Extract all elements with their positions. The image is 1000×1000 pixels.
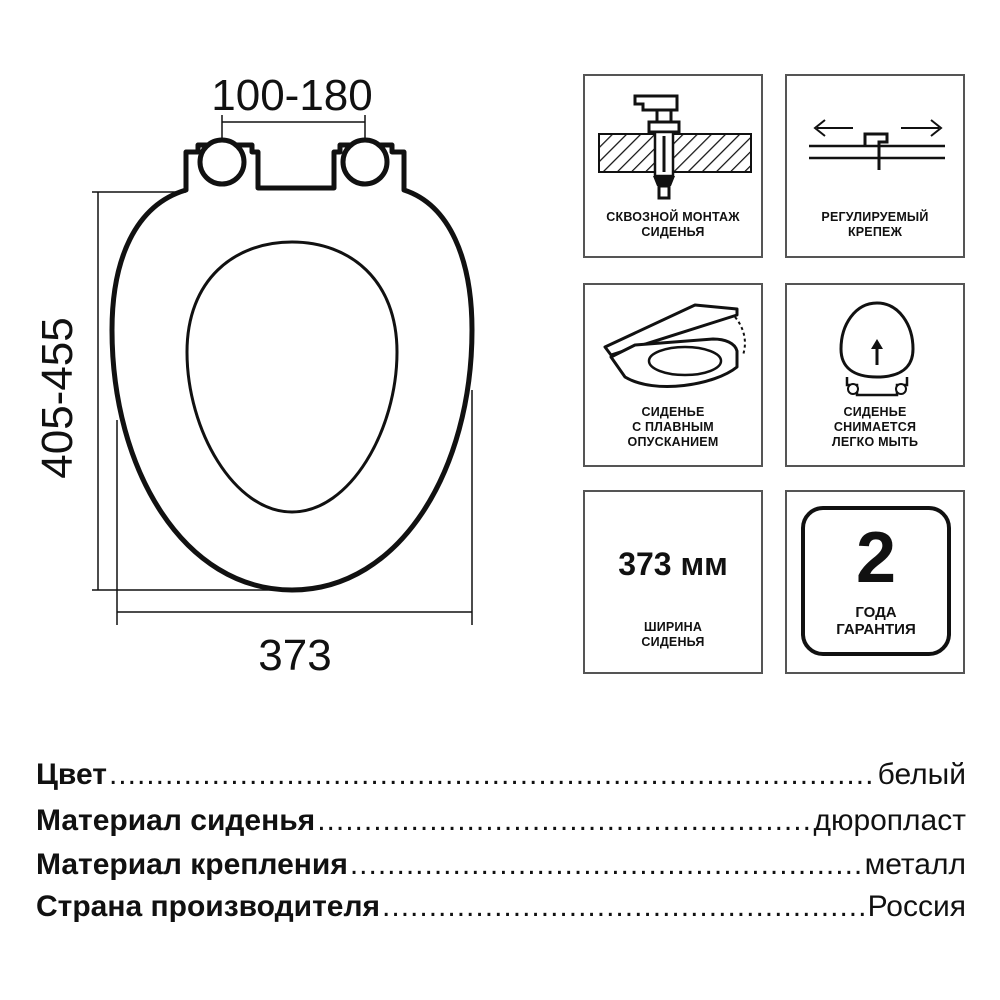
spec-leader (350, 846, 863, 884)
spec-value: дюропласт (813, 804, 966, 837)
spec-value: белый (877, 758, 966, 791)
hinge-right (340, 137, 390, 187)
warranty-badge: 2 ГОДА ГАРАНТИЯ (801, 506, 951, 656)
feature-removable-seat: СИДЕНЬЕ СНИМАЕТСЯ ЛЕГКО МЫТЬ (785, 283, 965, 467)
length-label: 405-455 (33, 317, 82, 478)
caption-line: СИДЕНЬЕ (843, 405, 907, 419)
caption-line: СНИМАЕТСЯ (833, 420, 917, 434)
spec-leader (382, 888, 866, 926)
hinge-left (197, 137, 247, 187)
caption-line: ОПУСКАНИЕМ (627, 435, 719, 449)
spec-row-country: Страна производителя Россия (36, 888, 966, 926)
spec-leader (109, 756, 876, 794)
soft-close-seat-icon (603, 303, 746, 388)
caption-line: ЛЕГКО МЫТЬ (831, 435, 919, 449)
seat-width-value: 373 мм (618, 546, 728, 582)
caption-line: СКВОЗНОЙ МОНТАЖ (606, 210, 740, 224)
spec-label: Цвет (36, 758, 107, 791)
warranty-years: 2 (855, 518, 897, 598)
feature-through-mount: СКВОЗНОЙ МОНТАЖ СИДЕНЬЯ (583, 74, 763, 258)
caption-line: РЕГУЛИРУЕМЫЙ (821, 210, 929, 224)
adjustable-fastener-icon (809, 119, 945, 170)
seat-dimension-drawing: 100-180 405-455 373 (33, 71, 475, 680)
feature-soft-close: СИДЕНЬЕ С ПЛАВНЫМ ОПУСКАНИЕМ (583, 283, 763, 467)
spec-row-seat-material: Материал сиденья дюропласт (36, 802, 966, 840)
seat-opening (185, 240, 399, 514)
caption-line: КРЕПЕЖ (847, 225, 903, 239)
caption-line: С ПЛАВНЫМ (632, 420, 714, 434)
spec-value: металл (864, 848, 966, 881)
spec-row-fastener-material: Материал крепления металл (36, 846, 966, 884)
feature-warranty: 2 ГОДА ГАРАНТИЯ (785, 490, 965, 674)
feature-adjustable-fastener: РЕГУЛИРУЕМЫЙ КРЕПЕЖ (785, 74, 965, 258)
spec-label: Материал сиденья (36, 804, 316, 837)
spec-label: Страна производителя (36, 890, 381, 923)
spec-label: Материал крепления (36, 848, 348, 881)
spec-leader (317, 802, 811, 840)
removable-seat-icon (839, 301, 915, 397)
through-mount-icon (598, 94, 752, 200)
feature-seat-width: 373 мм ШИРИНА СИДЕНЬЯ (583, 490, 763, 674)
caption-line: ШИРИНА (643, 620, 703, 634)
caption-line: СИДЕНЬЕ (641, 405, 705, 419)
spec-row-color: Цвет белый (36, 756, 966, 794)
caption-line: СИДЕНЬЯ (641, 225, 705, 239)
width-label: 373 (258, 631, 331, 680)
hinge-spacing-label: 100-180 (211, 71, 372, 120)
spec-value: Россия (867, 890, 966, 923)
caption-line: ГОДА (855, 604, 897, 621)
caption-line: СИДЕНЬЯ (641, 635, 705, 649)
caption-line: ГАРАНТИЯ (836, 621, 916, 638)
